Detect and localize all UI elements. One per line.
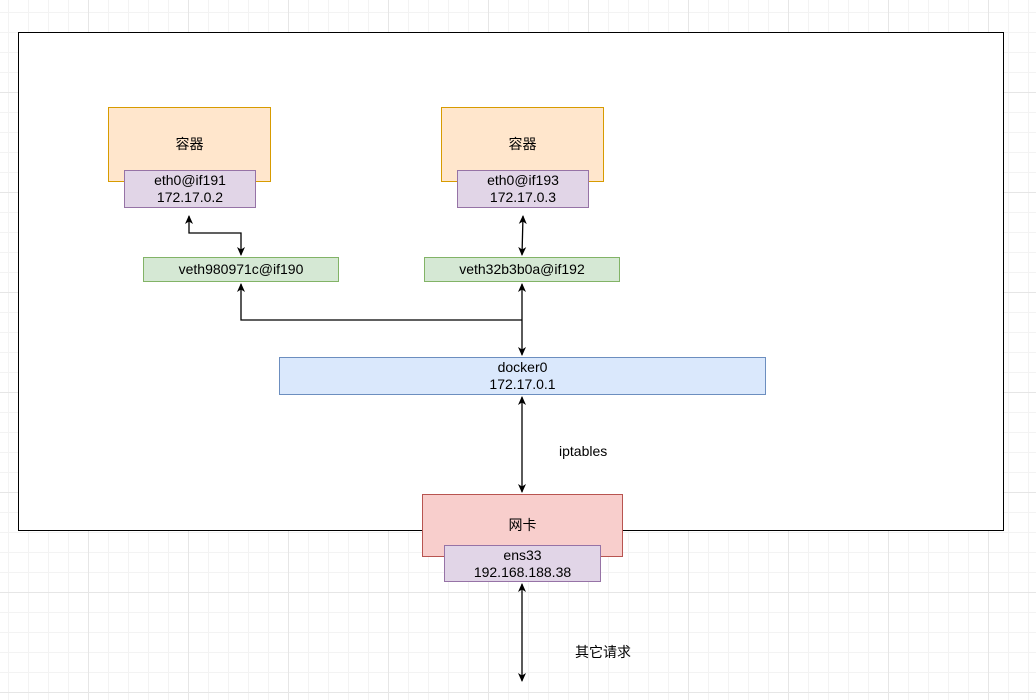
veth-2-label: veth32b3b0a@if192 [459,261,585,277]
container-1-ip: 172.17.0.2 [156,189,224,205]
veth-1-label: veth980971c@if190 [178,261,304,277]
link-eth0-1-to-veth-1 [185,215,245,256]
nic-title: 网卡 [508,517,537,533]
nic-iface-name: ens33 [503,546,542,563]
iptables-label: iptables [559,443,608,459]
container-2-eth0[interactable]: eth0@if193 172.17.0.3 [457,170,589,208]
veth-1[interactable]: veth980971c@if190 [143,257,339,282]
link-veth-1-to-bridge [237,283,522,321]
container-1[interactable]: 容器 [108,107,271,182]
container-2-iface-name: eth0@if193 [487,172,559,188]
container-1-eth0[interactable]: eth0@if191 172.17.0.2 [124,170,256,208]
container-1-title: 容器 [175,136,204,152]
container-1-iface-name: eth0@if191 [154,172,226,188]
nic-ip: 192.168.188.38 [473,563,572,580]
bridge-ip: 172.17.0.1 [489,376,556,392]
other-requests-label: 其它请求 [575,644,631,660]
docker0-bridge[interactable]: docker0 172.17.0.1 [279,357,766,395]
bridge-name: docker0 [497,359,548,375]
nic-ens33[interactable]: ens33 192.168.188.38 [444,545,601,582]
container-2-title: 容器 [508,136,537,152]
link-eth0-2-to-veth-2 [518,215,527,256]
container-2-ip: 172.17.0.3 [489,189,557,205]
veth-2[interactable]: veth32b3b0a@if192 [424,257,620,282]
